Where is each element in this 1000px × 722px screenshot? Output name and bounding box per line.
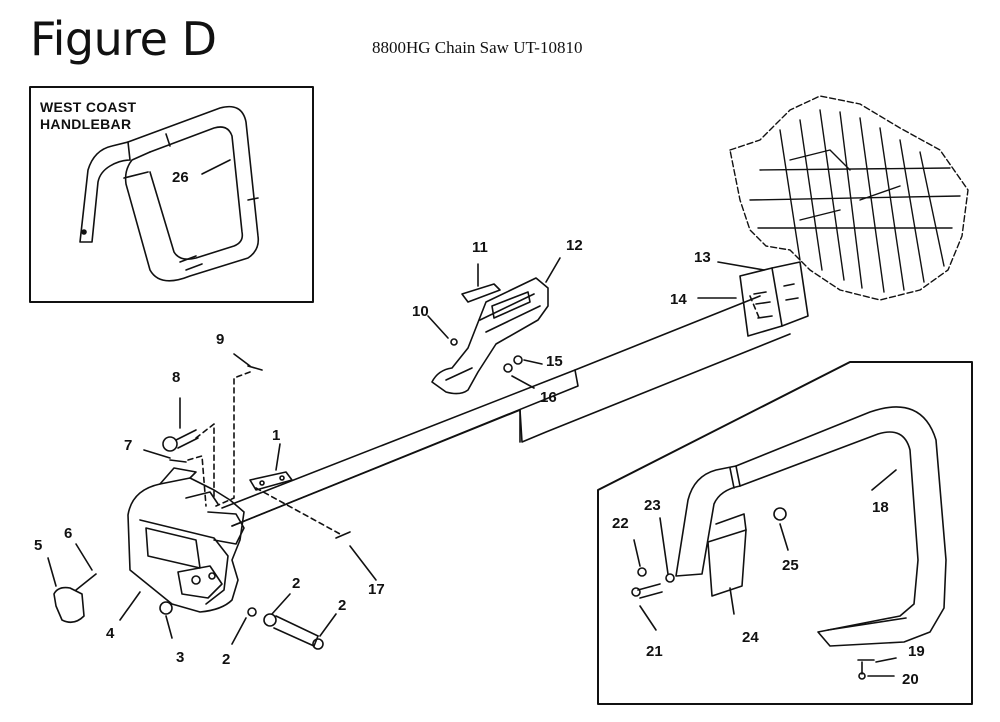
callout-3: 3 <box>176 649 184 666</box>
callout-25: 25 <box>782 557 799 574</box>
callout-19: 19 <box>908 643 925 660</box>
front-handle-parts <box>631 507 875 680</box>
callout-26: 26 <box>172 169 189 186</box>
front-handle-frame <box>597 361 973 705</box>
callout-6: 6 <box>64 525 72 542</box>
callout-12: 12 <box>566 237 583 254</box>
callout-2c: 2 <box>338 597 346 614</box>
callout-4: 4 <box>106 625 115 642</box>
callout-13: 13 <box>694 249 711 266</box>
callout-18: 18 <box>872 499 889 516</box>
handle-housing <box>127 467 245 613</box>
callout-22: 22 <box>612 515 629 532</box>
callout-20: 20 <box>902 671 919 688</box>
callout-17: 17 <box>368 581 385 598</box>
callout-23: 23 <box>644 497 661 514</box>
front-bracket <box>431 277 549 395</box>
dashed-leaders <box>187 295 761 535</box>
small-parts <box>53 365 351 650</box>
callout-2b: 2 <box>222 651 230 668</box>
callout-11: 11 <box>472 239 488 256</box>
engine-block <box>729 95 969 301</box>
west-coast-handlebar <box>79 105 260 282</box>
inset-frame <box>29 86 314 303</box>
callout-16: 16 <box>540 389 557 406</box>
figure-subtitle: 8800HG Chain Saw UT-10810 <box>372 38 583 57</box>
mounting-plates <box>739 261 809 337</box>
inset-caption-line1: WEST COAST <box>40 99 137 115</box>
callout-15: 15 <box>546 353 563 370</box>
callout-24: 24 <box>742 629 759 646</box>
front-handlebar <box>675 406 947 647</box>
callout-labels: 26 1 2 2 2 3 4 5 6 7 8 9 10 11 12 13 14 … <box>34 169 925 688</box>
callout-10: 10 <box>412 303 429 320</box>
callout-1: 1 <box>272 427 280 444</box>
figure-title: Figure D <box>30 12 217 66</box>
callout-21: 21 <box>646 643 663 660</box>
inset-caption-line2: HANDLEBAR <box>40 116 132 132</box>
callout-arrows <box>47 159 897 677</box>
mounting-rail <box>221 295 791 527</box>
callout-5: 5 <box>34 537 42 554</box>
callout-8: 8 <box>172 369 180 386</box>
callout-2a: 2 <box>292 575 300 592</box>
callout-7: 7 <box>124 437 132 454</box>
small-parts-bracket <box>450 338 523 373</box>
callout-9: 9 <box>216 331 224 348</box>
callout-14: 14 <box>670 291 687 308</box>
inset-caption: WEST COAST HANDLEBAR <box>40 99 136 133</box>
